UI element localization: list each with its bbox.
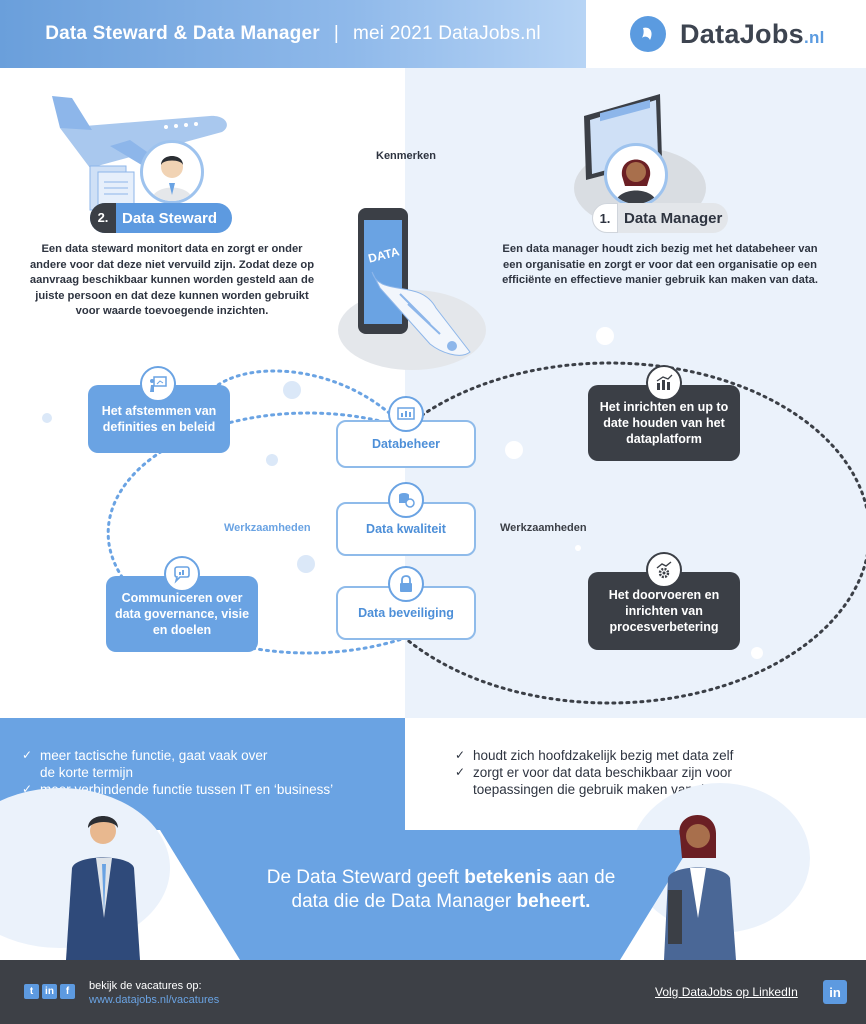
female-person-icon [615, 159, 657, 204]
footer-vacatures: bekijk de vacatures op: www.datajobs.nl/… [89, 979, 219, 1007]
quote-illustration [0, 783, 810, 960]
task-kwaliteit-label: Data kwaliteit [366, 522, 446, 536]
steward-avatar [140, 140, 204, 204]
linkedin-icon[interactable]: in [42, 984, 57, 999]
steward-number: 2. [90, 203, 116, 233]
werkzaamheden-left: Werkzaamheden [224, 522, 311, 534]
logo[interactable]: DataJobs.nl [630, 16, 825, 52]
manager-avatar [604, 143, 668, 207]
logo-tld: .nl [803, 27, 825, 47]
steward-description: Een data steward monitort data en zorgt … [29, 243, 315, 317]
quote-emphasis-2: beheert. [516, 891, 591, 912]
title-text: Data Steward & Data Manager [45, 23, 320, 44]
gear-chart-icon [646, 552, 682, 588]
businessman-illustration [66, 816, 140, 960]
title-separator: | [333, 23, 339, 44]
quote: De Data Steward geeft betekenis aan de d… [266, 867, 616, 912]
twitter-icon[interactable]: t [24, 984, 39, 999]
header-band [0, 0, 586, 68]
list-item: ✓houdt zich hoofdzakelijk bezig met data… [455, 748, 734, 763]
task-databeheer-label: Databeheer [371, 437, 441, 451]
steward-traits-list: ✓meer tactische functie, gaat vaak over … [22, 747, 333, 798]
manager-number: 1. [592, 203, 618, 233]
manager-role-label: 1. Data Manager [592, 203, 728, 233]
task-beveiliging-label: Data beveiliging [358, 606, 454, 620]
phone-illustration [358, 208, 471, 356]
linkedin-follow-link[interactable]: Volg DataJobs op LinkedIn [655, 985, 798, 999]
manager-title: Data Manager [624, 209, 723, 227]
dashboard-icon [388, 396, 424, 432]
facebook-icon[interactable]: f [60, 984, 75, 999]
database-badge-icon [388, 482, 424, 518]
list-item: ✓meer tactische functie, gaat vaak over … [22, 748, 268, 780]
bar-chart-icon [646, 365, 682, 401]
header: Data Steward & Data Manager | mei 2021 D… [0, 0, 866, 68]
logo-icon [630, 16, 666, 52]
steward-title: Data Steward [122, 209, 218, 227]
manager-cycle-path [403, 361, 866, 705]
vacatures-link[interactable]: www.datajobs.nl/vacatures [89, 994, 220, 1006]
task-afstemmen: Het afstemmen van definities en beleid [88, 385, 230, 453]
check-icon: ✓ [22, 748, 33, 762]
linkedin-badge-icon[interactable]: in [823, 980, 847, 1004]
check-icon: ✓ [22, 782, 33, 796]
quote-emphasis-1: betekenis [464, 867, 552, 888]
check-icon: ✓ [455, 748, 466, 762]
manager-description: Een data manager houdt zich bezig met he… [502, 243, 818, 286]
werkzaamheden-right: Werkzaamheden [500, 522, 587, 534]
check-icon: ✓ [455, 765, 466, 779]
task-inrichten-label: Het inrichten en up to date houden van h… [599, 400, 729, 446]
footer [0, 960, 866, 1024]
logo-name: DataJobs [680, 18, 804, 49]
male-person-icon [151, 156, 193, 201]
list-item: ✓zorgt er voor dat data beschikbaar zijn… [455, 765, 732, 797]
airplane-illustration [52, 96, 227, 170]
manager-traits-list: ✓houdt zich hoofdzakelijk bezig met data… [455, 747, 773, 798]
task-doorvoeren-label: Het doorvoeren en inrichten van procesve… [608, 588, 720, 634]
task-afstemmen-label: Het afstemmen van definities en beleid [101, 404, 217, 434]
steward-cycle-path [106, 411, 407, 655]
task-communiceren-label: Communiceren over data governance, visie… [114, 591, 250, 637]
list-item: ✓meer verbindende functie tussen IT en ‘… [22, 782, 334, 797]
chat-icon [164, 556, 200, 592]
logo-text: DataJobs.nl [680, 19, 825, 50]
businesswoman-illustration [664, 814, 736, 960]
lock-icon [388, 566, 424, 602]
steward-cycle-top [203, 369, 407, 430]
page-title: Data Steward & Data Manager | mei 2021 D… [0, 0, 586, 68]
kenmerken-heading: Kenmerken [376, 150, 436, 162]
title-date: mei 2021 DataJobs.nl [353, 23, 541, 44]
footer-label: bekijk de vacatures op: [89, 980, 202, 992]
presentation-icon [140, 366, 176, 402]
steward-role-label: 2. Data Steward [90, 203, 232, 233]
